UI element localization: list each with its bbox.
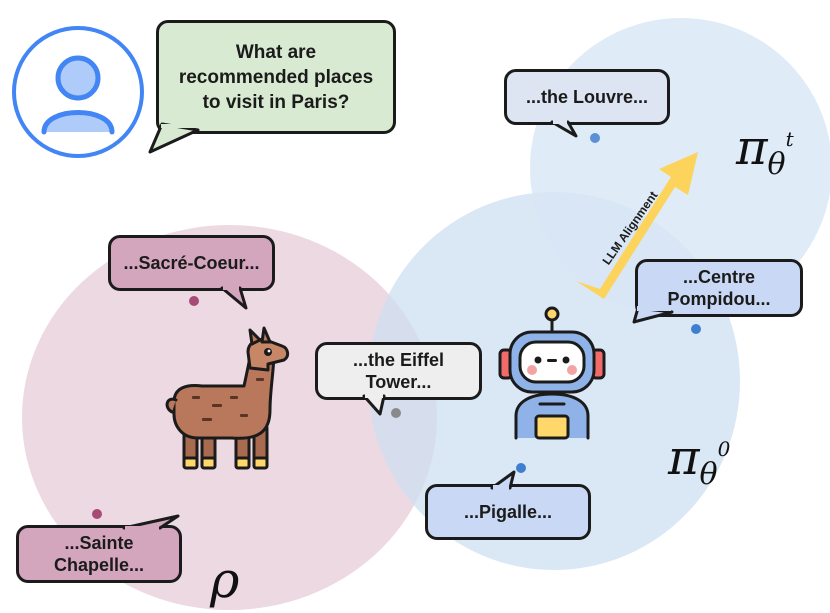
aligned-policy-pi: π (736, 120, 768, 176)
centre-pompidou-dot (691, 324, 701, 334)
llama-icon (165, 326, 290, 470)
aligned-policy-theta: θ (767, 147, 786, 182)
sainte-chapelle-tail (122, 514, 180, 532)
reference-distribution-symbol: ρ (210, 551, 240, 609)
user-prompt-line1: What are (235, 41, 317, 63)
pigalle-text: ...Pigalle... (463, 502, 553, 522)
eiffel-tower-line1: ...the Eiffel (352, 350, 444, 370)
user-prompt-line3: to visit in Paris? (202, 91, 350, 113)
eiffel-tower-line2: Tower... (365, 372, 432, 392)
pigalle-bubble: ...Pigalle... (425, 484, 591, 540)
base-policy-theta: θ (699, 457, 718, 492)
sainte-chapelle-bubble: ...Sainte Chapelle... (16, 525, 182, 583)
sacre-coeur-bubble: ...Sacré-Coeur... (108, 235, 275, 291)
user-avatar-icon (12, 26, 144, 158)
user-prompt-tail (148, 122, 201, 154)
robot-icon (498, 306, 606, 440)
centre-pompidou-line1: ...Centre (682, 267, 756, 287)
centre-pompidou-tail (632, 306, 674, 324)
sacre-coeur-text: ...Sacré-Coeur... (123, 253, 260, 273)
louvre-bubble: ...the Louvre... (504, 69, 670, 125)
eiffel-tower-dot (391, 408, 401, 418)
pigalle-dot (516, 463, 526, 473)
sainte-chapelle-line2: Chapelle... (53, 555, 145, 575)
pigalle-tail (490, 470, 516, 491)
base-policy-zero: 0 (717, 437, 731, 461)
louvre-dot (590, 133, 600, 143)
aligned-policy-symbol: πθt (736, 120, 794, 182)
eiffel-tower-tail (362, 394, 386, 416)
base-policy-symbol: πθ0 (668, 430, 731, 492)
aligned-policy-t: t (785, 127, 794, 151)
eiffel-tower-bubble: ...the Eiffel Tower... (315, 342, 482, 400)
sainte-chapelle-dot (92, 509, 102, 519)
sacre-coeur-tail (220, 286, 248, 310)
user-prompt-bubble: What are recommended places to visit in … (156, 20, 396, 134)
sainte-chapelle-line1: ...Sainte (64, 533, 134, 553)
centre-pompidou-line2: Pompidou... (667, 289, 771, 309)
sacre-coeur-dot (189, 296, 199, 306)
louvre-text: ...the Louvre... (525, 87, 649, 107)
base-policy-pi: π (668, 430, 700, 486)
louvre-tail (550, 120, 578, 138)
user-prompt-line2: recommended places (178, 66, 374, 88)
